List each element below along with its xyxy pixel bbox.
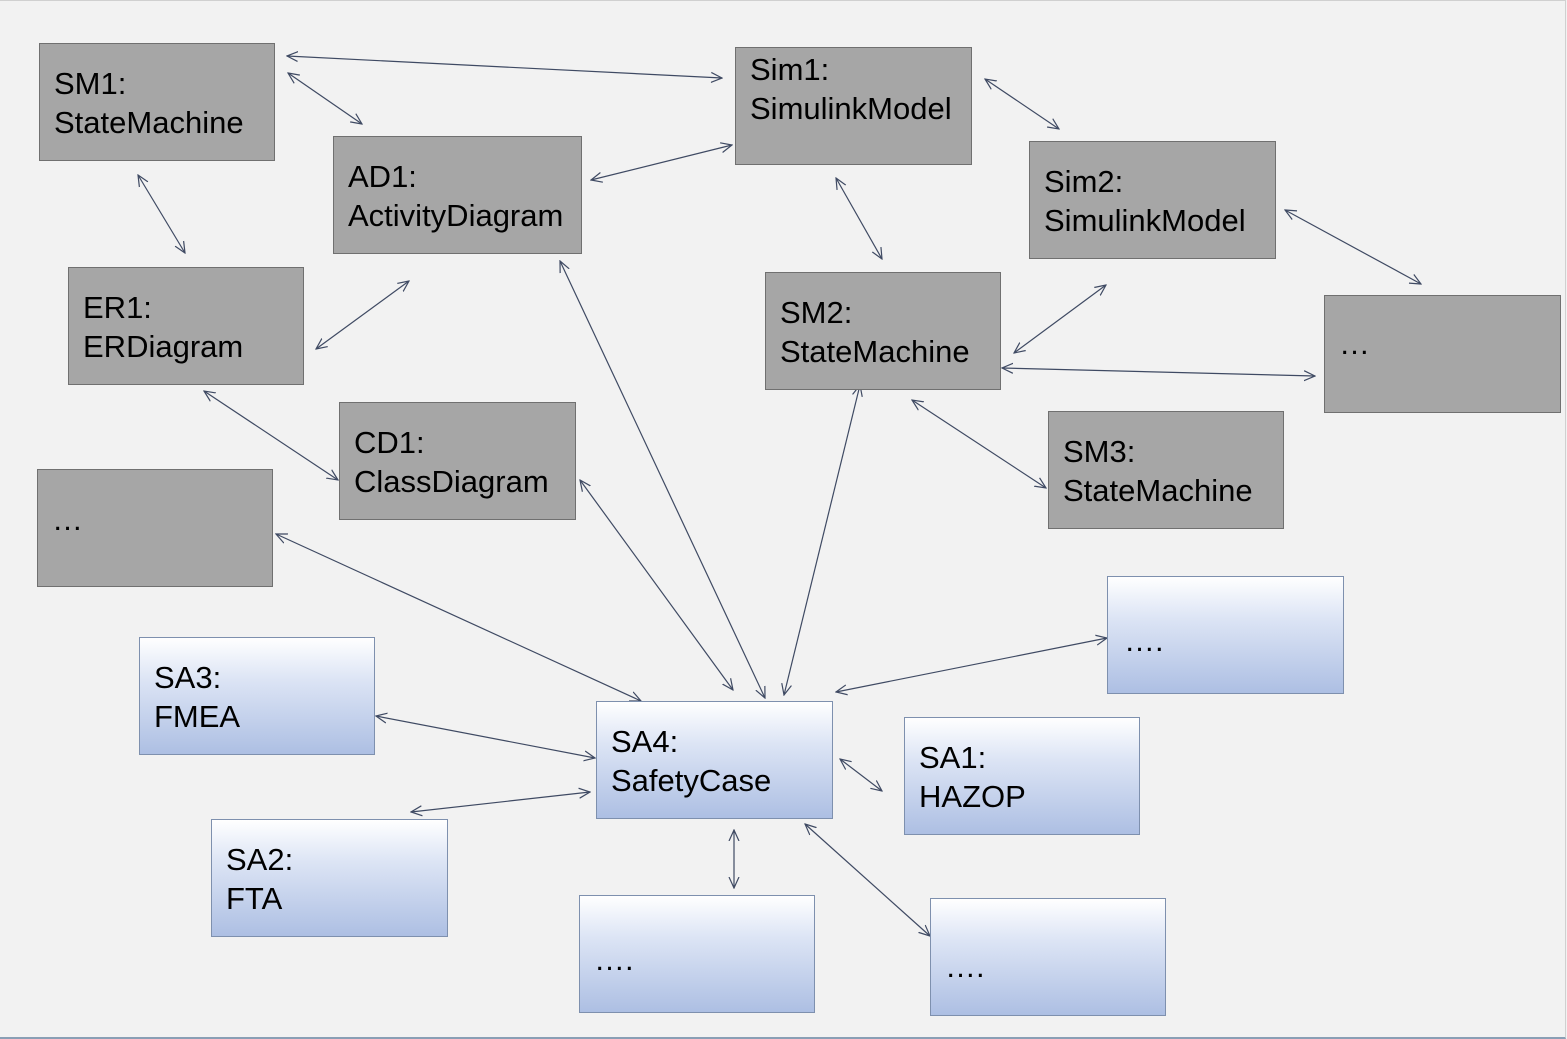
link-sa2-sa4 — [411, 792, 590, 812]
node-cd1-line-1: ClassDiagram — [354, 464, 549, 499]
node-more-safety-top-line-0: …. — [1124, 623, 1164, 658]
node-sim1-line-1: SimulinkModel — [750, 91, 952, 126]
node-sm3-line-1: StateMachine — [1063, 473, 1253, 508]
link-sa4-more-safety-top — [836, 638, 1107, 692]
node-sm1-line-0: SM1: — [54, 66, 127, 101]
node-more-safety-bottom-left: …. — [579, 895, 815, 1013]
link-sm2-sim2 — [1014, 285, 1106, 353]
node-sa2: SA2: FTA — [211, 819, 448, 937]
node-sa1: SA1: HAZOP — [904, 717, 1140, 835]
link-sa4-more-safety-bottom-right — [805, 824, 930, 936]
link-sm2-sa4 — [784, 385, 860, 695]
node-ad1: AD1: ActivityDiagram — [333, 136, 582, 254]
node-sm3-line-0: SM3: — [1063, 434, 1136, 469]
node-sim2-line-1: SimulinkModel — [1044, 203, 1246, 238]
node-sa4-line-0: SA4: — [611, 724, 679, 759]
link-sm1-er1 — [138, 175, 185, 253]
node-sm2-line-1: StateMachine — [780, 334, 970, 369]
link-more-model-left-sa4 — [276, 534, 641, 701]
node-sm1: SM1: StateMachine — [39, 43, 275, 161]
link-sa4-sa1 — [840, 759, 882, 791]
node-more-safety-bottom-left-line-0: …. — [594, 942, 634, 977]
node-sa3-line-1: FMEA — [154, 699, 241, 734]
link-sm1-sim1 — [287, 56, 722, 78]
link-ad1-sim1 — [591, 145, 732, 180]
node-cd1-line-0: CD1: — [354, 425, 425, 460]
node-sa1-line-0: SA1: — [919, 740, 987, 775]
link-sim1-sim2 — [985, 79, 1059, 129]
link-sa3-sa4 — [376, 716, 595, 758]
node-cd1: CD1: ClassDiagram — [339, 402, 576, 520]
node-sim1: Sim1: SimulinkModel — [735, 47, 972, 165]
node-sm2-line-0: SM2: — [780, 295, 853, 330]
link-cd1-sa4 — [580, 480, 733, 690]
node-sim2: Sim2: SimulinkModel — [1029, 141, 1276, 259]
link-er1-cd1 — [204, 391, 338, 480]
node-more-safety-top: …. — [1107, 576, 1344, 694]
node-more-model-left-line-0: … — [52, 502, 83, 537]
link-sm2-sm3 — [912, 400, 1046, 488]
node-sa2-line-1: FTA — [226, 881, 283, 916]
link-er1-ad1 — [316, 281, 409, 349]
link-sm1-ad1 — [288, 73, 362, 124]
node-sa3-line-0: SA3: — [154, 660, 222, 695]
node-more-safety-bottom-right: …. — [930, 898, 1166, 1016]
node-more-model-left: … — [37, 469, 273, 587]
link-sim2-more-model-right — [1285, 210, 1421, 284]
node-sm3: SM3: StateMachine — [1048, 411, 1284, 529]
node-sa4-line-1: SafetyCase — [611, 763, 772, 798]
node-sa1-line-1: HAZOP — [919, 779, 1026, 814]
link-sim1-sm2 — [836, 178, 882, 259]
node-sa4: SA4: SafetyCase — [596, 701, 833, 819]
node-er1-line-0: ER1: — [83, 290, 152, 325]
node-er1: ER1: ERDiagram — [68, 267, 304, 385]
node-ad1-line-1: ActivityDiagram — [348, 198, 564, 233]
node-sim2-line-0: Sim2: — [1044, 164, 1124, 199]
node-more-model-right-line-0: … — [1339, 326, 1370, 361]
node-sa3: SA3: FMEA — [139, 637, 375, 755]
node-sm2: SM2: StateMachine — [765, 272, 1001, 390]
node-sm1-line-1: StateMachine — [54, 105, 244, 140]
node-ad1-line-0: AD1: — [348, 159, 417, 194]
node-more-model-right: … — [1324, 295, 1561, 413]
node-er1-line-1: ERDiagram — [83, 329, 244, 364]
node-sa2-line-0: SA2: — [226, 842, 294, 877]
node-sim1-line-0: Sim1: — [750, 52, 830, 87]
link-sm2-more-model-right — [1002, 368, 1315, 376]
node-more-safety-bottom-right-line-0: …. — [945, 949, 985, 984]
link-ad1-sa4 — [560, 261, 765, 698]
